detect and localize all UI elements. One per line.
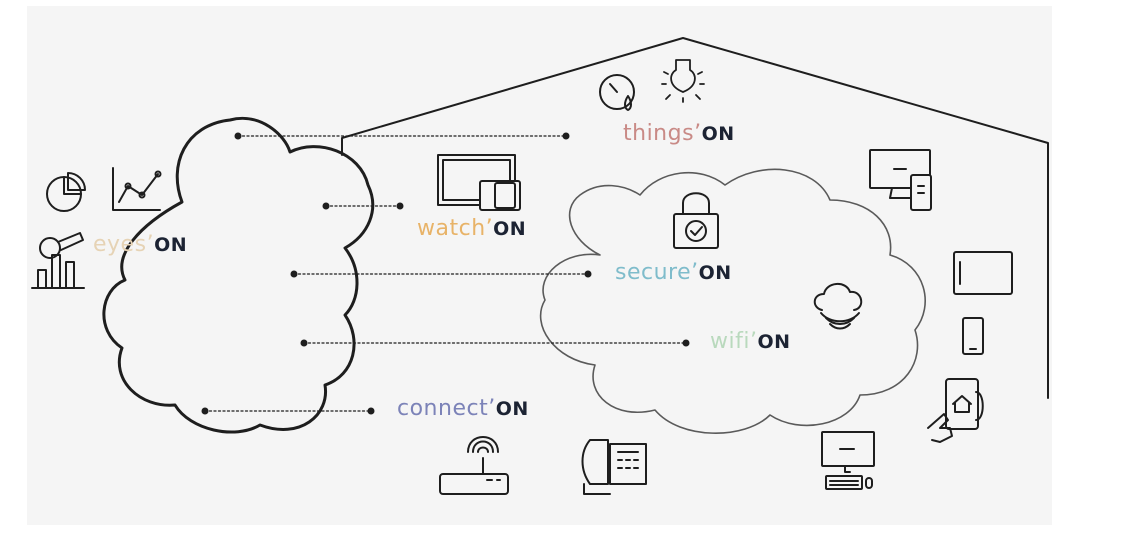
core-cloud bbox=[102, 116, 375, 434]
apostrophe: ’ bbox=[485, 216, 494, 241]
diagram-background bbox=[27, 6, 1052, 525]
on-suffix: ON bbox=[154, 234, 188, 256]
apostrophe: ’ bbox=[146, 232, 155, 257]
magnifier-bar-chart-icon bbox=[31, 232, 85, 289]
smartphone-icon bbox=[962, 317, 984, 355]
apostrophe: ’ bbox=[488, 396, 496, 421]
house-outline bbox=[341, 37, 1049, 399]
connector-secure bbox=[290, 270, 592, 278]
label-wifi: wifi’ON bbox=[710, 331, 791, 353]
tablet-icon bbox=[953, 251, 1013, 295]
connector-things bbox=[234, 132, 570, 140]
label-connect-word: connect bbox=[397, 396, 489, 421]
wifi-cloud-icon bbox=[813, 283, 863, 330]
hand-home-phone-icon bbox=[927, 378, 984, 443]
line-chart-icon bbox=[112, 167, 162, 211]
on-suffix: ON bbox=[495, 398, 529, 420]
connector-watch bbox=[322, 202, 404, 210]
on-suffix: ON bbox=[757, 331, 791, 353]
monitor-tablet-icon bbox=[437, 154, 521, 211]
label-eyes-word: eyes bbox=[93, 232, 147, 257]
router-icon bbox=[439, 436, 509, 495]
gauge-drop-icon bbox=[599, 74, 635, 111]
on-suffix: ON bbox=[701, 123, 735, 145]
label-watch: watch’ON bbox=[417, 218, 526, 240]
padlock-icon bbox=[673, 192, 719, 249]
apostrophe: ’ bbox=[694, 121, 702, 146]
apostrophe: ’ bbox=[691, 260, 699, 285]
pie-chart-icon bbox=[46, 172, 86, 212]
label-connect: connect’ON bbox=[397, 398, 529, 420]
on-suffix: ON bbox=[698, 262, 732, 284]
label-watch-word: watch bbox=[417, 216, 486, 241]
label-things: things’ON bbox=[623, 123, 735, 145]
apostrophe: ’ bbox=[749, 329, 758, 354]
pc-keyboard-icon bbox=[821, 431, 875, 490]
label-eyes: eyes’ON bbox=[93, 234, 187, 256]
label-secure: secure’ON bbox=[615, 262, 732, 284]
desktop-phone-icon bbox=[869, 149, 932, 211]
lightbulb-icon bbox=[661, 59, 705, 103]
label-wifi-word: wifi bbox=[710, 329, 750, 354]
desk-phone-icon bbox=[581, 439, 647, 495]
connector-connect bbox=[201, 407, 375, 415]
home-cloud bbox=[539, 168, 926, 434]
label-things-word: things bbox=[623, 121, 695, 146]
on-suffix: ON bbox=[493, 218, 527, 240]
label-secure-word: secure bbox=[615, 260, 692, 285]
connector-wifi bbox=[300, 339, 690, 347]
